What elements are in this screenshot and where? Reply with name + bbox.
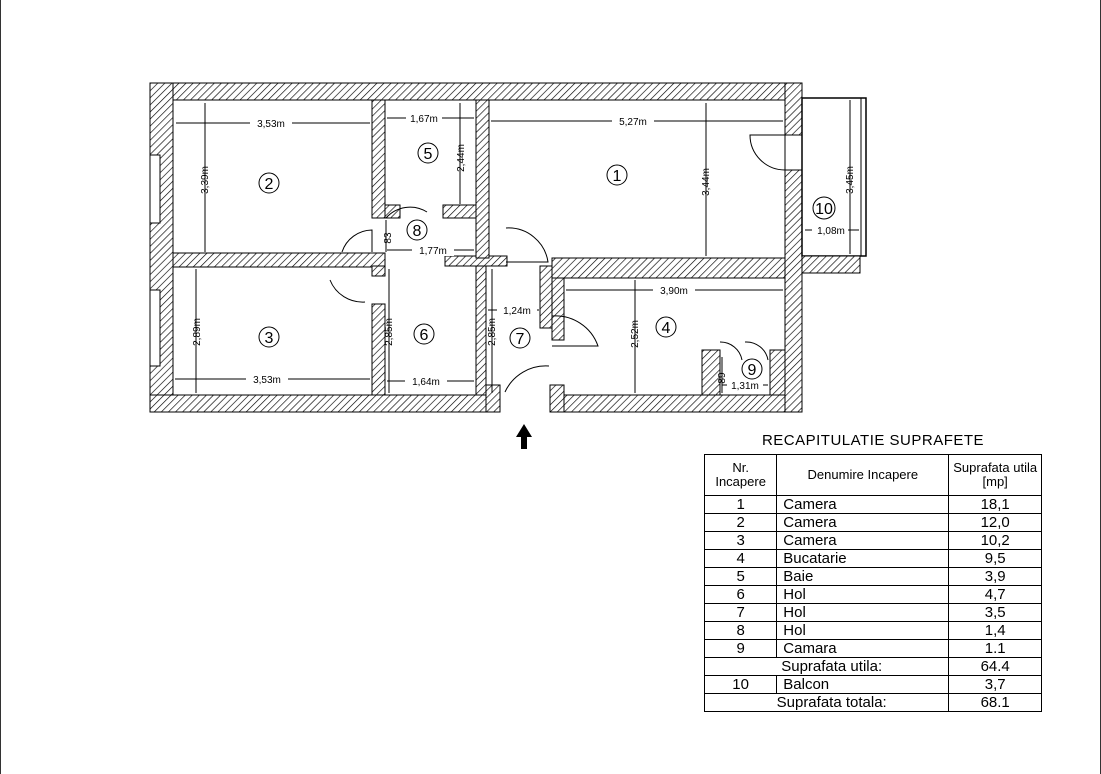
dim-r10-width: 1,08m [817,226,845,237]
wall-top [149,82,803,101]
interior-walls [172,99,786,413]
room-numbers: 1 2 3 4 5 6 7 8 9 10 [265,146,833,379]
dim-r4-width: 3,90m [660,286,688,297]
cell-number: 8 [703,621,778,640]
cell-area: 9,5 [948,549,1042,568]
cell-name: Bucatarie [776,549,950,568]
useful-area-value: 64.4 [948,657,1042,676]
room-number-5: 5 [424,146,433,163]
cell-name: Camera [776,513,950,532]
cell-area: 3,9 [948,567,1042,586]
cell-name: Balcon [776,675,950,694]
cell-name: Camara [776,639,950,658]
cell-number: 4 [703,549,778,568]
dim-r9-height: 89 [717,372,728,384]
cell-name: Hol [776,585,950,604]
cell-number: 9 [703,639,778,658]
balcony [801,97,867,274]
room-number-10: 10 [815,201,833,218]
dim-r7-width: 1,24m [503,306,531,317]
dimension-lines [175,100,859,393]
cell-number: 10 [703,675,778,694]
room-markers [258,142,836,380]
dimension-labels: 3,53m 3,39m 1,67m 2,44m 5,27m 3,44m 3,45… [192,112,856,392]
balcony-row: 10 Balcon 3,7 [703,675,1042,694]
cell-area: 12,0 [948,513,1042,532]
cell-number: 7 [703,603,778,622]
dim-r4-height: 2,52m [630,320,641,348]
cell-name: Hol [776,621,950,640]
dim-r2-height: 3,39m [200,166,211,194]
room-number-7: 7 [516,331,525,348]
cell-number: 5 [703,567,778,586]
cell-area: 3,5 [948,603,1042,622]
total-area-label: Suprafata totala: [703,693,950,712]
room-number-4: 4 [662,320,671,337]
dim-r10-height: 3,45m [845,166,856,194]
cell-number: 3 [703,531,778,550]
dim-r5-width: 1,67m [410,114,438,125]
total-area-value: 68.1 [948,693,1042,712]
room-number-9: 9 [748,362,757,379]
cell-name: Camera [776,531,950,550]
room-number-3: 3 [265,330,274,347]
room-number-1: 1 [613,168,622,185]
dim-r6-height: 2,85m [384,318,395,346]
useful-area-label: Suprafata utila: [703,657,950,676]
cell-number: 1 [703,495,778,514]
header-room-name: Denumire Incapere [776,454,950,496]
dim-r5-height: 2,44m [456,144,467,172]
header-room-number: Nr. Incapere [703,454,778,496]
cell-area: 10,2 [948,531,1042,550]
summary-title: RECAPITULATIE SUPRAFETE [761,432,985,449]
cell-name: Baie [776,567,950,586]
windows-left [149,154,161,367]
dim-r8-width: 1,77m [419,246,447,257]
room-number-2: 2 [265,176,274,193]
dim-r9-width: 1,31m [731,381,759,392]
table-header-row: Nr. Incapere Denumire Incapere Suprafata… [703,454,1042,496]
wall-right-mid [784,169,803,413]
dim-r2-width: 3,53m [257,119,285,130]
dim-r1-width: 5,27m [619,117,647,128]
dim-r3-height: 2,89m [192,318,203,346]
cell-area: 1,4 [948,621,1042,640]
cell-area: 1.1 [948,639,1042,658]
doors [329,134,786,393]
wall-right-top [784,82,803,136]
wall-bottom-right [549,394,803,413]
area-summary-table: Nr. Incapere Denumire Incapere Suprafata… [703,454,1042,712]
dim-r7-height: 2,85m [487,318,498,346]
cell-name: Hol [776,603,950,622]
outer-walls [149,82,803,413]
header-area: Suprafata utila [mp] [948,454,1042,496]
cell-name: Camera [776,495,950,514]
cell-number: 2 [703,513,778,532]
cell-area: 18,1 [948,495,1042,514]
wall-bottom-left [149,394,501,413]
dim-r3-width: 3,53m [253,375,281,386]
dim-r8-height: 83 [383,232,394,244]
dim-r1-height: 3,44m [701,168,712,196]
room-number-8: 8 [413,223,422,240]
cell-area: 3,7 [948,675,1042,694]
entrance-arrow-icon [516,424,532,449]
useful-area-row: Suprafata utila: 64.4 [703,657,1042,676]
cell-area: 4,7 [948,585,1042,604]
cell-number: 6 [703,585,778,604]
room-number-6: 6 [420,327,429,344]
total-area-row: Suprafata totala: 68.1 [703,693,1042,712]
dim-r6-width: 1,64m [412,377,440,388]
